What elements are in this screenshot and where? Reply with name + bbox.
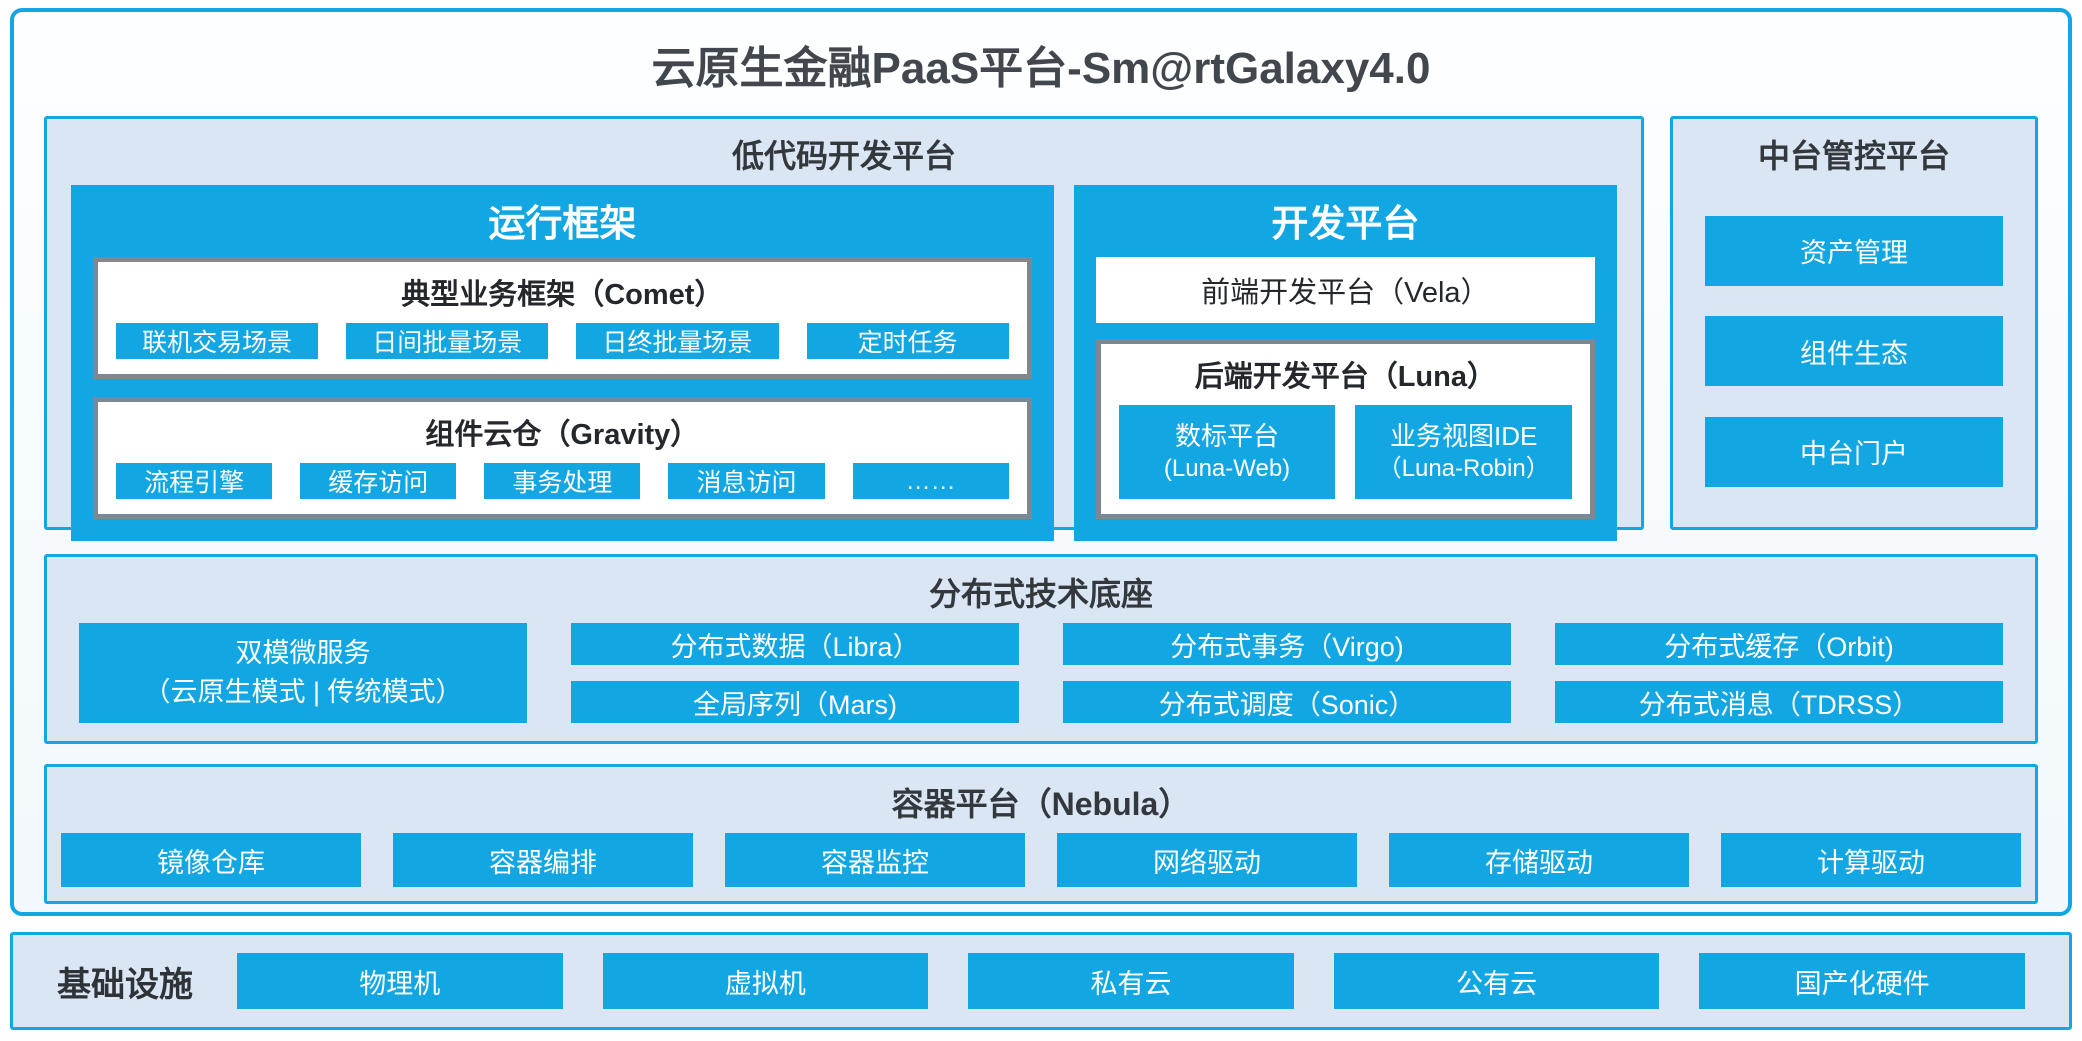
top-row: 低代码开发平台 运行框架 典型业务框架（Comet） 联机交易场景 日间批量场景… bbox=[44, 116, 2038, 541]
gravity-chip-message-access: 消息访问 bbox=[668, 463, 825, 499]
image-registry-block: 镜像仓库 bbox=[61, 833, 361, 887]
luna-robin-chip-code: （Luna-Robin） bbox=[1377, 455, 1550, 483]
global-sequence-block: 全局序列（Mars) bbox=[571, 681, 1019, 723]
compute-driver-block: 计算驱动 bbox=[1721, 833, 2021, 887]
network-driver-block: 网络驱动 bbox=[1057, 833, 1357, 887]
distributed-message-block: 分布式消息（TDRSS） bbox=[1555, 681, 2003, 723]
distributed-base-content: 双模微服务 （云原生模式 | 传统模式） 分布式数据（Libra） 全局序列（M… bbox=[47, 623, 2035, 741]
comet-chip-row: 联机交易场景 日间批量场景 日终批量场景 定时任务 bbox=[116, 323, 1009, 359]
public-cloud-block: 公有云 bbox=[1333, 953, 1660, 1009]
comet-framework-title: 典型业务框架（Comet） bbox=[401, 279, 724, 311]
luna-backend-title: 后端开发平台（Luna） bbox=[1194, 361, 1496, 393]
mid-platform-header: 中台管控平台 bbox=[1757, 138, 1950, 174]
container-monitoring-block: 容器监控 bbox=[725, 833, 1025, 887]
comet-chip-eod-batch: 日终批量场景 bbox=[576, 323, 779, 359]
distributed-base-header: 分布式技术底座 bbox=[928, 576, 1153, 612]
distributed-cache-block: 分布式缓存（Orbit) bbox=[1555, 623, 2003, 665]
dual-mode-line2: （云原生模式 | 传统模式） bbox=[143, 677, 463, 707]
gravity-chip-transaction: 事务处理 bbox=[484, 463, 641, 499]
gravity-warehouse-title: 组件云仓（Gravity） bbox=[425, 419, 700, 451]
luna-backend-box: 后端开发平台（Luna） 数标平台 (Luna-Web) 业务视图IDE （Lu… bbox=[1095, 339, 1595, 519]
gravity-chip-process-engine: 流程引擎 bbox=[116, 463, 273, 499]
storage-driver-block: 存储驱动 bbox=[1389, 833, 1689, 887]
vela-frontend-box: 前端开发平台（Vela） bbox=[1095, 257, 1595, 323]
comet-chip-daytime-batch: 日间批量场景 bbox=[346, 323, 549, 359]
page-title: 云原生金融PaaS平台-Sm@rtGalaxy4.0 bbox=[651, 44, 1431, 93]
mid-platform-panel: 中台管控平台 资产管理 组件生态 中台门户 bbox=[1670, 116, 2038, 530]
platform-frame: 云原生金融PaaS平台-Sm@rtGalaxy4.0 低代码开发平台 运行框架 … bbox=[10, 8, 2072, 916]
container-platform-row: 镜像仓库 容器编排 容器监控 网络驱动 存储驱动 计算驱动 bbox=[47, 833, 2035, 901]
lowcode-platform-header: 低代码开发平台 bbox=[731, 138, 956, 174]
distributed-scheduling-block: 分布式调度（Sonic） bbox=[1063, 681, 1511, 723]
mid-portal-block: 中台门户 bbox=[1705, 416, 2003, 487]
runtime-framework-box: 运行框架 典型业务框架（Comet） 联机交易场景 日间批量场景 日终批量场景 … bbox=[71, 185, 1054, 541]
asset-management-block: 资产管理 bbox=[1705, 215, 2003, 286]
luna-chip-row: 数标平台 (Luna-Web) 业务视图IDE （Luna-Robin） bbox=[1118, 405, 1572, 499]
mid-platform-buttons: 资产管理 组件生态 中台门户 bbox=[1673, 185, 2035, 527]
dev-platform-title: 开发平台 bbox=[1271, 203, 1420, 244]
distributed-data-block: 分布式数据（Libra） bbox=[571, 623, 1019, 665]
comet-framework-box: 典型业务框架（Comet） 联机交易场景 日间批量场景 日终批量场景 定时任务 bbox=[93, 257, 1032, 379]
luna-web-chip-name: 数标平台 bbox=[1175, 420, 1280, 451]
gravity-chip-row: 流程引擎 缓存访问 事务处理 消息访问 …… bbox=[116, 463, 1009, 499]
distributed-column-1: 分布式数据（Libra） 全局序列（Mars) bbox=[571, 623, 1019, 723]
distributed-transaction-block: 分布式事务（Virgo) bbox=[1063, 623, 1511, 665]
component-ecosystem-block: 组件生态 bbox=[1705, 316, 2003, 386]
comet-chip-scheduled-task: 定时任务 bbox=[806, 323, 1009, 359]
container-platform-panel: 容器平台（Nebula） 镜像仓库 容器编排 容器监控 网络驱动 存储驱动 计算… bbox=[44, 764, 2038, 904]
dual-mode-microservice-block: 双模微服务 （云原生模式 | 传统模式） bbox=[79, 623, 527, 723]
private-cloud-block: 私有云 bbox=[968, 953, 1294, 1009]
lowcode-platform-panel: 低代码开发平台 运行框架 典型业务框架（Comet） 联机交易场景 日间批量场景… bbox=[44, 116, 1644, 541]
container-platform-header: 容器平台（Nebula） bbox=[891, 786, 1191, 822]
gravity-chip-cache-access: 缓存访问 bbox=[300, 463, 457, 499]
infrastructure-panel: 基础设施 物理机 虚拟机 私有云 公有云 国产化硬件 bbox=[10, 932, 2072, 1030]
distributed-column-2: 分布式事务（Virgo) 分布式调度（Sonic） bbox=[1063, 623, 1511, 723]
luna-robin-chip-name: 业务视图IDE bbox=[1390, 420, 1538, 451]
physical-machine-block: 物理机 bbox=[237, 953, 563, 1009]
distributed-base-panel: 分布式技术底座 双模微服务 （云原生模式 | 传统模式） 分布式数据（Libra… bbox=[44, 554, 2038, 744]
dev-platform-box: 开发平台 前端开发平台（Vela） 后端开发平台（Luna） 数标平台 (Lun… bbox=[1073, 185, 1617, 541]
luna-robin-chip: 业务视图IDE （Luna-Robin） bbox=[1355, 405, 1572, 499]
lowcode-platform-content: 运行框架 典型业务框架（Comet） 联机交易场景 日间批量场景 日终批量场景 … bbox=[47, 185, 1641, 565]
container-orchestration-block: 容器编排 bbox=[393, 833, 693, 887]
comet-chip-online-trading: 联机交易场景 bbox=[116, 323, 319, 359]
gravity-warehouse-box: 组件云仓（Gravity） 流程引擎 缓存访问 事务处理 消息访问 …… bbox=[93, 397, 1032, 519]
gravity-chip-ellipsis: …… bbox=[852, 463, 1009, 499]
dual-mode-line1: 双模微服务 bbox=[235, 637, 371, 668]
luna-web-chip-code: (Luna-Web) bbox=[1163, 455, 1291, 483]
runtime-framework-title: 运行框架 bbox=[488, 203, 637, 244]
luna-web-chip: 数标平台 (Luna-Web) bbox=[1118, 405, 1336, 499]
distributed-column-3: 分布式缓存（Orbit) 分布式消息（TDRSS） bbox=[1555, 623, 2003, 723]
infrastructure-label: 基础设施 bbox=[57, 965, 193, 1004]
virtual-machine-block: 虚拟机 bbox=[602, 953, 929, 1009]
domestic-hardware-block: 国产化硬件 bbox=[1699, 953, 2025, 1009]
